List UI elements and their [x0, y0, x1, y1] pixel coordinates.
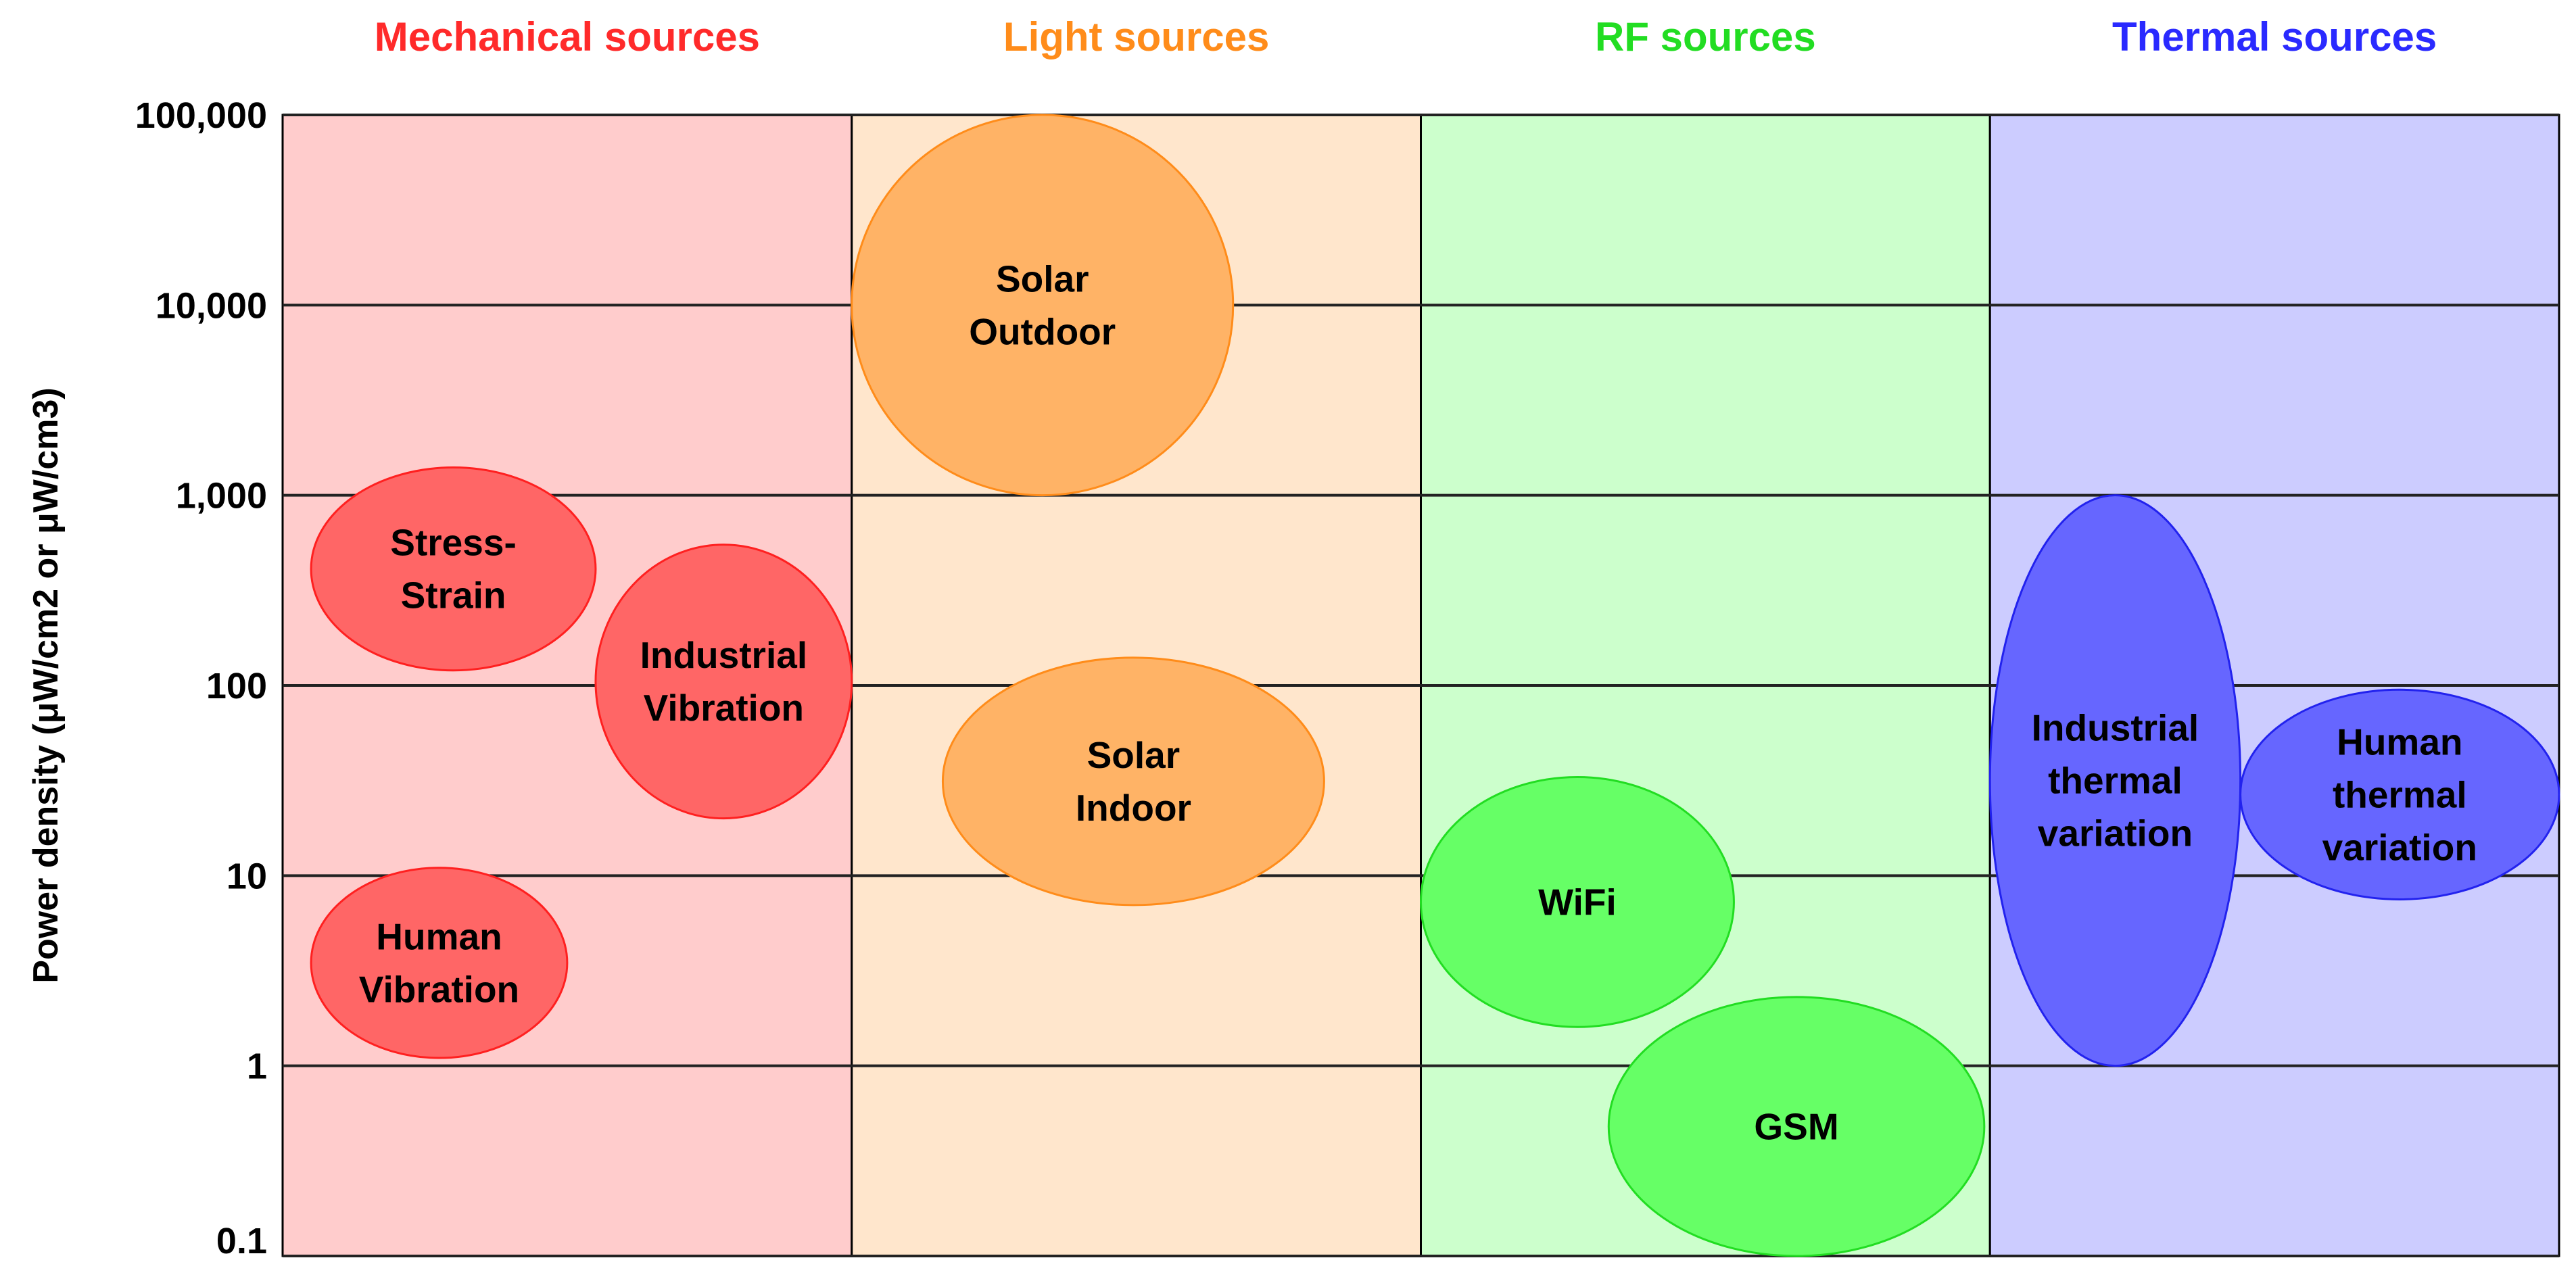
y-tick-1-000: 1,000	[176, 476, 267, 516]
y-tick-10-000: 10,000	[156, 285, 267, 326]
bubble-shape-wifi	[1420, 775, 1735, 1028]
category-title-rf-sources: RF sources	[1595, 14, 1816, 59]
bubble-shape-industrial-vibration	[594, 543, 853, 820]
bubble-label-stress-strain-2: Strain	[401, 575, 506, 617]
bubble-shape-human-vibration	[310, 867, 569, 1059]
source-bubbles: Stress-StrainIndustrialVibrationHumanVib…	[310, 114, 2560, 1257]
bubble-label-solar-indoor-2: Indoor	[1076, 787, 1191, 829]
y-tick-10: 10	[226, 856, 267, 896]
bubble-label-human-vibration-2: Vibration	[359, 968, 519, 1010]
bubble-label-industrial-thermal-variation-2: thermal	[2048, 760, 2183, 802]
bubble-wifi: WiFi	[1420, 775, 1735, 1028]
bubble-gsm: GSM	[1607, 996, 1986, 1257]
bubble-shape-gsm	[1607, 996, 1986, 1257]
bubble-label-human-vibration-1: Human	[376, 915, 502, 957]
y-axis-ticks: 100,000 10,000 1,000 100 10 1 0.1	[135, 95, 267, 1261]
bubble-label-wifi-1: WiFi	[1538, 881, 1617, 923]
y-axis-label: Power density (μW/cm2 or μW/cm3)	[26, 387, 66, 983]
bubble-label-industrial-vibration-2: Vibration	[644, 687, 804, 729]
y-axis-title: Power density (μW/cm2 or μW/cm3)	[26, 387, 66, 983]
category-titles: Mechanical sources Light sources RF source…	[375, 14, 2437, 59]
bubble-label-human-thermal-variation-1: Human	[2337, 721, 2462, 763]
bubble-label-solar-outdoor-1: Solar	[996, 258, 1089, 299]
bubble-label-gsm-1: GSM	[1754, 1105, 1838, 1147]
bubble-human-thermal-variation: Human thermal variation	[2239, 688, 2560, 900]
bubble-label-industrial-thermal-variation-1: Industrial	[2032, 707, 2199, 749]
bubble-label-solar-indoor-1: Solar	[1087, 734, 1180, 776]
bubble-shape-human-thermal-variation	[2239, 688, 2560, 900]
bubble-industrial-thermal-variation: Industrial thermal variation	[1988, 494, 2242, 1067]
category-title-light-sources: Light sources	[1003, 14, 1269, 59]
bubble-stress-strain: Stress- Strain	[310, 466, 597, 672]
bubble-shape-industrial-thermal-variation	[1988, 494, 2242, 1067]
bubble-shape-solar-outdoor	[851, 114, 1235, 497]
y-tick-100-000: 100,000	[135, 95, 267, 136]
y-tick-0-1: 0.1	[216, 1221, 267, 1261]
bubble-label-solar-outdoor-2: Outdoor	[969, 310, 1116, 352]
category-title-mechanical-sources: Mechanical sources	[375, 14, 760, 59]
category-title-thermal-sources: Thermal sources	[2112, 14, 2437, 59]
bubble-label-stress-strain-1: Stress-	[390, 522, 516, 564]
bubble-label-industrial-vibration-1: Industrial	[640, 634, 808, 676]
bubble-label-human-thermal-variation-3: variation	[2322, 826, 2477, 868]
bubble-shape-stress-strain	[310, 466, 597, 672]
bubble-label-human-thermal-variation-2: thermal	[2333, 773, 2467, 815]
y-tick-1: 1	[247, 1046, 267, 1087]
y-tick-100: 100	[206, 666, 267, 706]
bubble-label-industrial-thermal-variation-3: variation	[2038, 813, 2193, 854]
bubble-shape-solar-indoor	[941, 656, 1325, 907]
